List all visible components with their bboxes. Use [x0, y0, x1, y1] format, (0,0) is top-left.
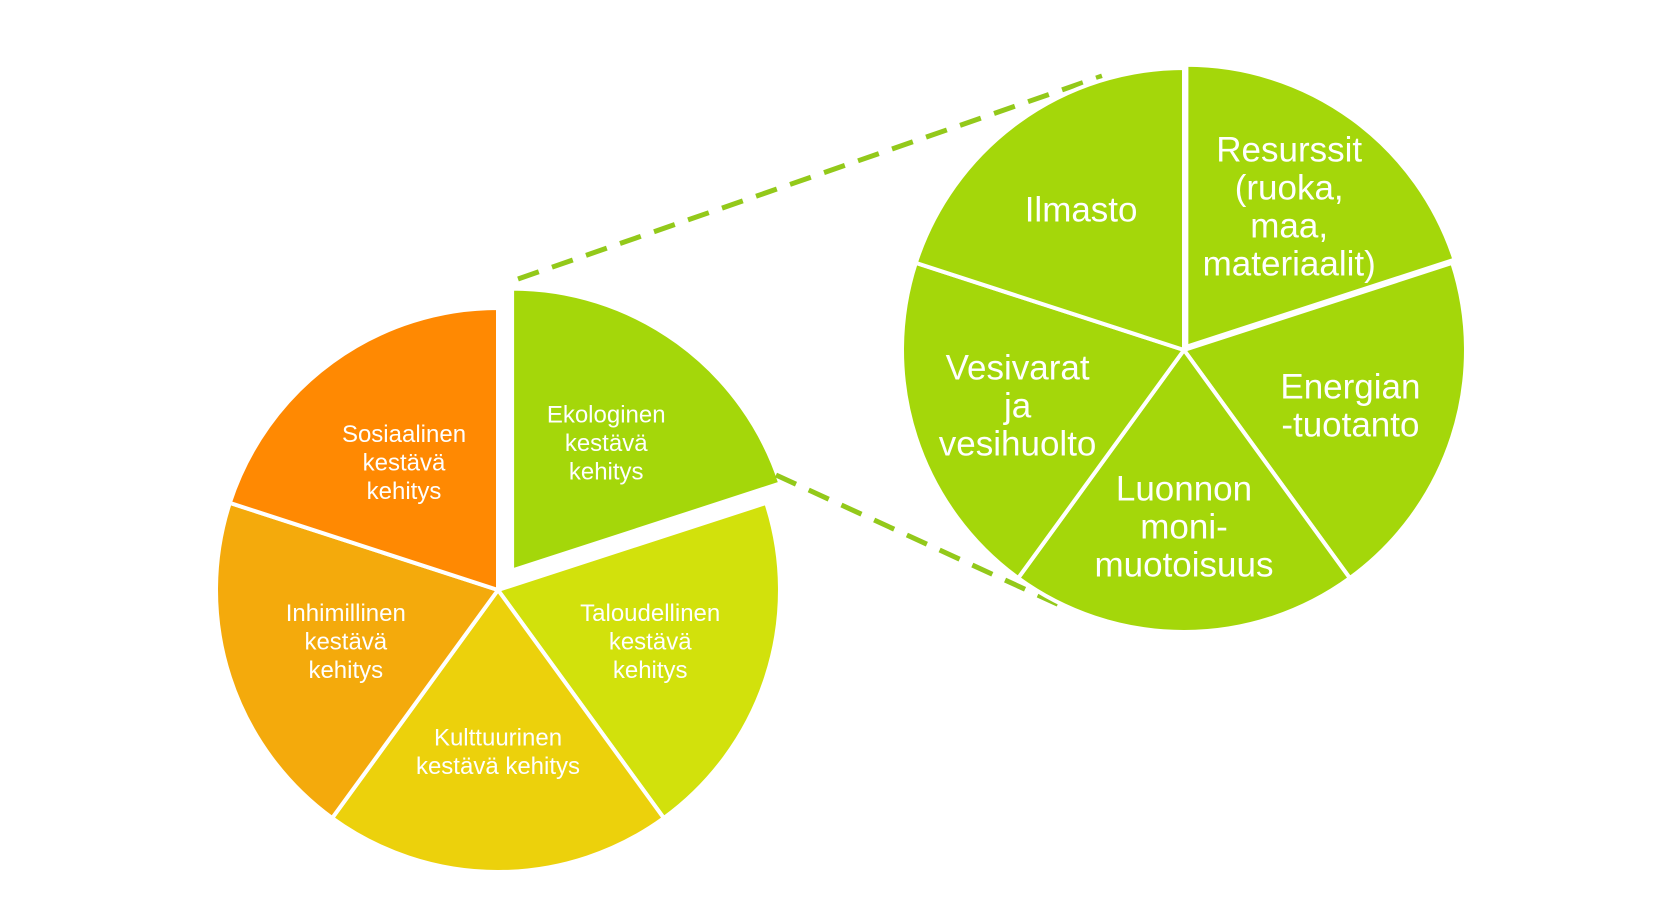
right-pie-slice-1 — [1182, 260, 1468, 581]
left-pie-label-4-line-0: Sosiaalinen — [342, 421, 466, 448]
right-pie-slice-4 — [913, 66, 1186, 352]
right-pie-label-3-line-1: ja — [1003, 386, 1032, 425]
right-pie-slice-2 — [1016, 348, 1352, 634]
right-pie-label-0: Resurssit(ruoka,maa,materiaalit) — [1203, 131, 1376, 284]
left-pie-slice-4 — [227, 306, 500, 592]
right-pie-label-2-line-2: muotoisuus — [1095, 545, 1274, 584]
left-pie-label-2-line-0: Kulttuurinen — [434, 725, 562, 752]
left-pie-label-3-line-0: Inhimillinen — [286, 600, 406, 627]
left-pie-label-4-line-2: kehitys — [367, 478, 442, 505]
zoom-connectors — [517, 73, 1103, 611]
right-pie-label-1: Energian-tuotanto — [1280, 367, 1420, 444]
left-pie-label-3-line-2: kehitys — [308, 657, 383, 684]
left-pie-label-4-line-1: kestävä — [363, 450, 446, 477]
left-pie-slice-3 — [214, 500, 500, 821]
right-pie-label-0-line-1: (ruoka, — [1235, 169, 1344, 208]
right-pie-label-1-line-1: -tuotanto — [1281, 405, 1419, 444]
right-pie-label-3-line-2: vesihuolto — [939, 424, 1097, 463]
left-pie-label-2-line-1: kestävä kehitys — [416, 753, 580, 780]
right-pie-slice-0 — [1184, 62, 1457, 349]
left-pie-label-1-line-0: Taloudellinen — [580, 600, 720, 627]
right-pie-label-4-line-0: Ilmasto — [1025, 191, 1138, 230]
right-pie-label-0-line-2: maa, — [1250, 207, 1328, 246]
right-pie-label-2-line-1: moni- — [1140, 507, 1228, 546]
right-pie-chart: Resurssit(ruoka,maa,materiaalit) Energian… — [900, 62, 1468, 634]
right-pie-label-4: Ilmasto — [1025, 191, 1138, 230]
left-pie-slice-2 — [330, 588, 666, 874]
left-pie-label-3-line-1: kestävä — [304, 628, 387, 655]
connector-bottom — [774, 472, 1068, 611]
right-pie-label-2-line-0: Luonnon — [1116, 469, 1252, 508]
connector-top — [517, 73, 1103, 282]
right-pie-slice-3 — [900, 260, 1186, 581]
right-pie-label-1-line-0: Energian — [1280, 367, 1420, 406]
left-pie-slice-0 — [510, 286, 783, 573]
left-pie-label-0-line-1: kestävä — [565, 430, 648, 457]
right-pie-label-0-line-0: Resurssit — [1216, 131, 1362, 170]
left-pie-label-1-line-2: kehitys — [613, 657, 688, 684]
left-pie-label-0-line-2: kehitys — [569, 459, 644, 486]
right-pie-label-0-line-3: materiaalit) — [1203, 245, 1376, 284]
right-pie-label-3-line-0: Vesivarat — [946, 348, 1090, 387]
left-pie-label-0-line-0: Ekologinen — [547, 402, 666, 429]
left-pie-label-1-line-1: kestävä — [609, 628, 692, 655]
left-pie-slice-1 — [496, 500, 782, 821]
